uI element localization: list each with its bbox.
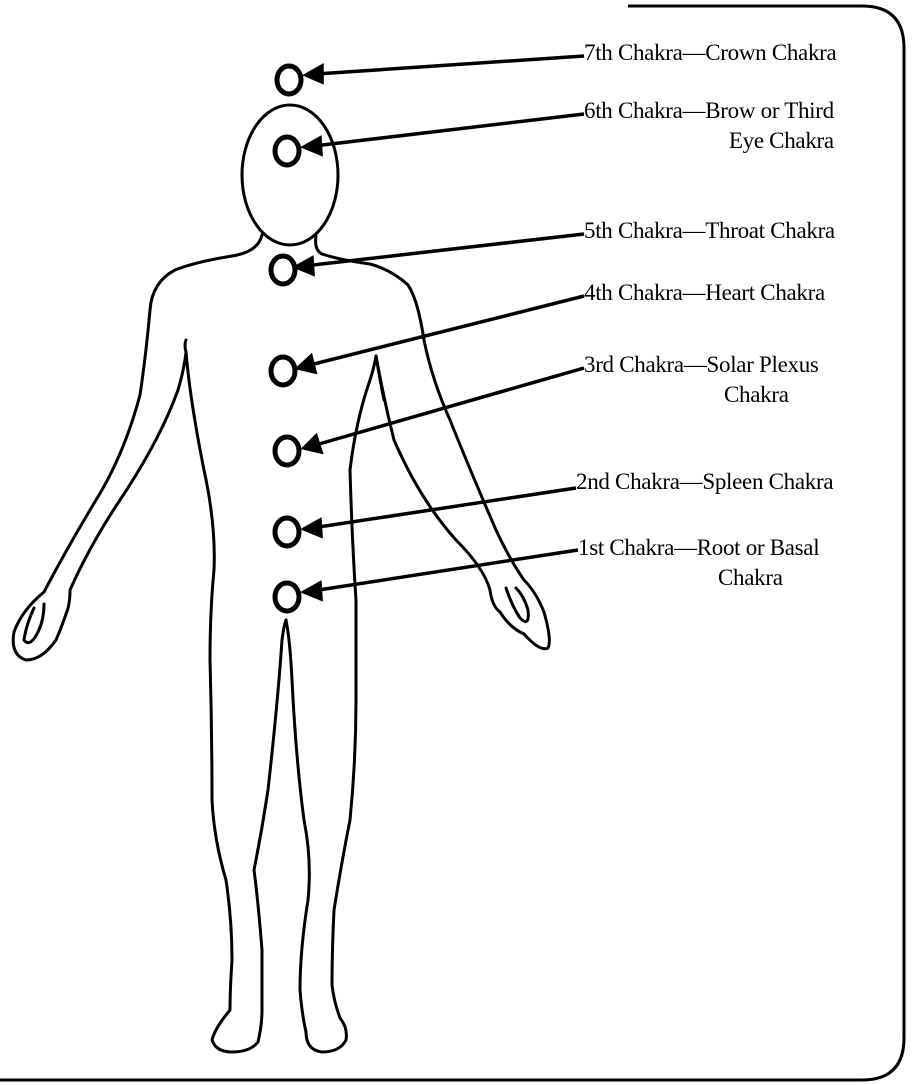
- label-crown-text: 7th Chakra—Crown Chakra: [584, 40, 836, 65]
- arrowhead-brow: [304, 138, 321, 154]
- leader-root: [312, 550, 578, 591]
- label-heart-text: 4th Chakra—Heart Chakra: [584, 280, 825, 305]
- chakra-heart-marker: [271, 357, 295, 385]
- leader-brow: [314, 114, 584, 146]
- leader-solar: [312, 368, 584, 446]
- label-root-text: 1st Chakra—Root or Basal: [578, 535, 819, 560]
- arrowhead-heart: [298, 356, 315, 372]
- leader-throat: [304, 234, 584, 266]
- chakra-root-marker: [275, 583, 299, 611]
- label-solar-text-2: Chakra: [584, 380, 819, 410]
- label-throat-text: 5th Chakra—Throat Chakra: [584, 218, 835, 243]
- label-brow-text-2: Eye Chakra: [584, 126, 834, 156]
- arrowhead-root: [304, 583, 321, 599]
- label-spleen: 2nd Chakra—Spleen Chakra: [576, 467, 833, 497]
- arrowhead-crown: [306, 66, 322, 82]
- chakra-spleen-marker: [275, 518, 299, 546]
- label-throat: 5th Chakra—Throat Chakra: [584, 216, 835, 246]
- leader-crown: [316, 56, 584, 74]
- arrowhead-throat: [296, 258, 313, 274]
- label-brow: 6th Chakra—Brow or Third Eye Chakra: [584, 96, 834, 156]
- chakra-brow-marker: [275, 137, 299, 165]
- label-heart: 4th Chakra—Heart Chakra: [584, 278, 825, 308]
- arrowhead-solar: [304, 436, 321, 452]
- leader-heart: [306, 296, 584, 366]
- label-solar-text: 3rd Chakra—Solar Plexus: [584, 352, 819, 377]
- label-spleen-text: 2nd Chakra—Spleen Chakra: [576, 469, 833, 494]
- leader-lines: [296, 56, 584, 599]
- chakra-crown-marker: [277, 66, 301, 94]
- head-outline: [242, 105, 338, 245]
- label-solar: 3rd Chakra—Solar Plexus Chakra: [584, 350, 819, 410]
- chakra-points: [271, 66, 301, 611]
- arrowhead-spleen: [304, 520, 321, 536]
- label-root: 1st Chakra—Root or Basal Chakra: [578, 533, 819, 593]
- label-brow-text: 6th Chakra—Brow or Third: [584, 98, 834, 123]
- label-crown: 7th Chakra—Crown Chakra: [584, 38, 836, 68]
- chakra-solar-marker: [275, 437, 299, 465]
- label-root-text-2: Chakra: [578, 563, 819, 593]
- chakra-throat-marker: [271, 256, 295, 284]
